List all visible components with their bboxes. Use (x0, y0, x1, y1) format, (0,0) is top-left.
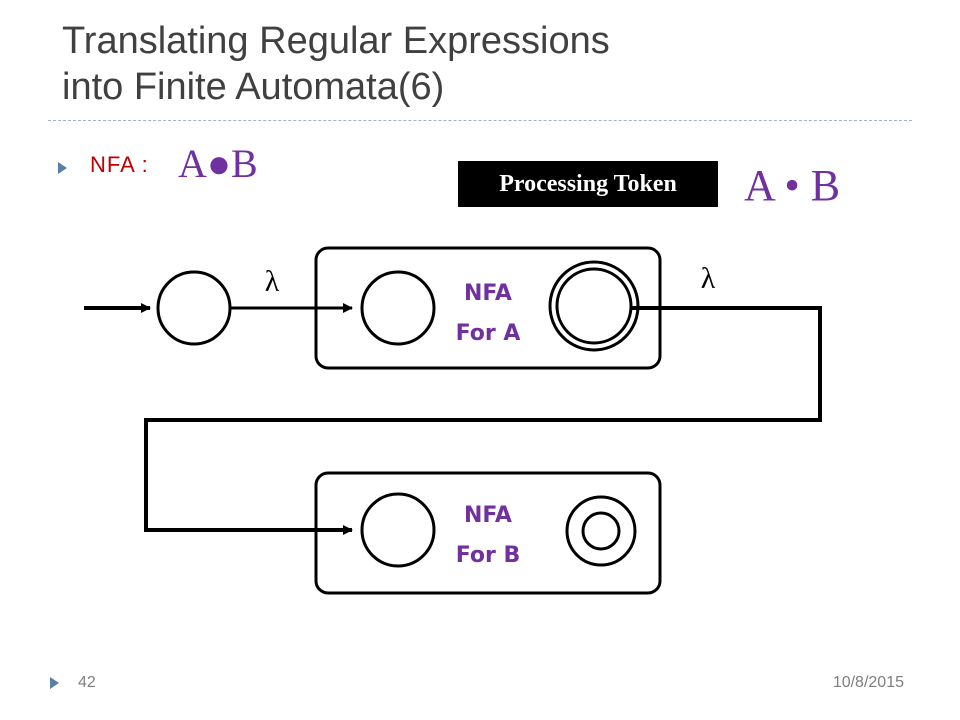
title-divider (48, 120, 912, 121)
nfa-b-final-state-outer (565, 495, 637, 567)
slide-date: 10/8/2015 (832, 674, 904, 691)
lambda-label-1: λ (265, 265, 280, 298)
lambda-transition-a-to-b (144, 306, 822, 535)
bullet-arrow-icon (58, 162, 67, 174)
footer-arrow-icon (50, 677, 59, 689)
start-state (156, 270, 232, 346)
slide-title-line-2: into Finite Automata(6) (62, 66, 445, 108)
slide-title-line-1: Translating Regular Expressions (62, 20, 610, 62)
nfa-box-b (314, 471, 662, 595)
nfa-b-final-state-inner (581, 511, 621, 551)
nfa-a-start-state (360, 270, 436, 346)
lambda-label-2: λ (701, 262, 716, 295)
nfa-a-label-line-1: NFA (464, 281, 512, 306)
slide-title: Translating Regular Expressions into Fin… (62, 18, 922, 110)
processing-token-label: Processing Token (458, 161, 718, 207)
token-expression: A • B (744, 161, 841, 210)
nfa-a-final-state-inner (555, 267, 633, 345)
bullet-label: NFA : (90, 152, 149, 177)
slide-number: 42 (78, 674, 96, 691)
nfa-a-label-line-2: For A (456, 321, 521, 346)
nfa-b-start-state (360, 492, 436, 568)
nfa-b-label-line-2: For B (456, 543, 521, 568)
nfa-b-label-line-1: NFA (464, 503, 512, 528)
nfa-a-final-state-outer (548, 260, 640, 352)
bullet-expression: A●B (178, 141, 258, 186)
